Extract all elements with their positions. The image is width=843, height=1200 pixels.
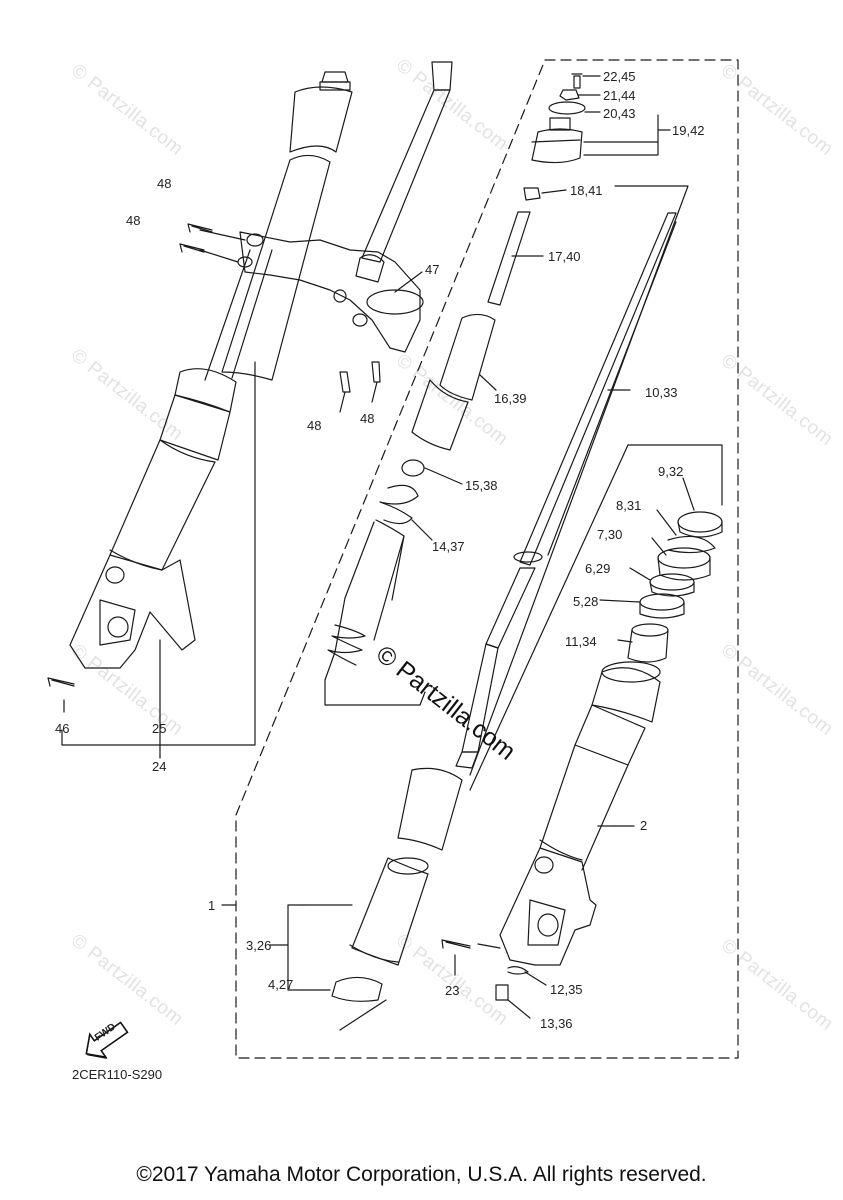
callout-48-a: 48 <box>157 176 172 191</box>
callout-12-35: 12,35 <box>550 982 583 997</box>
callout-6-29: 6,29 <box>585 561 611 576</box>
callout-16-39: 16,39 <box>494 391 527 406</box>
callout-48-b: 48 <box>126 213 141 228</box>
callout-2: 2 <box>640 818 648 833</box>
callout-4-27: 4,27 <box>268 977 294 992</box>
callout-48-c: 48 <box>307 418 322 433</box>
diagram-code: 2CER110-S290 <box>72 1067 163 1082</box>
forward-arrow-icon <box>85 1021 129 1059</box>
callout-23: 23 <box>445 983 460 998</box>
callout-25: 25 <box>152 721 167 736</box>
callout-5-28: 5,28 <box>573 594 599 609</box>
callout-14-37: 14,37 <box>432 539 465 554</box>
callout-13-36: 13,36 <box>540 1016 573 1031</box>
callout-18-41: 18,41 <box>570 183 603 198</box>
callout-1: 1 <box>208 898 216 913</box>
callout-20-43: 20,43 <box>603 106 636 121</box>
callout-8-31: 8,31 <box>616 498 642 513</box>
callout-19-42: 19,42 <box>672 123 705 138</box>
callout-48-d: 48 <box>360 411 375 426</box>
copyright-notice: ©2017 Yamaha Motor Corporation, U.S.A. A… <box>136 1163 707 1186</box>
callout-10-33: 10,33 <box>645 385 678 400</box>
callout-7-30: 7,30 <box>597 527 623 542</box>
callout-11-34: 11,34 <box>565 634 597 649</box>
callout-9-32: 9,32 <box>658 464 684 479</box>
callout-21-44: 21,44 <box>603 88 636 103</box>
callout-24: 24 <box>152 759 167 774</box>
callout-17-40: 17,40 <box>548 249 581 264</box>
callout-22-45: 22,45 <box>603 69 636 84</box>
callout-47: 47 <box>425 262 440 277</box>
callout-3-26: 3,26 <box>246 938 272 953</box>
callout-15-38: 15,38 <box>465 478 498 493</box>
callout-46: 46 <box>55 721 70 736</box>
